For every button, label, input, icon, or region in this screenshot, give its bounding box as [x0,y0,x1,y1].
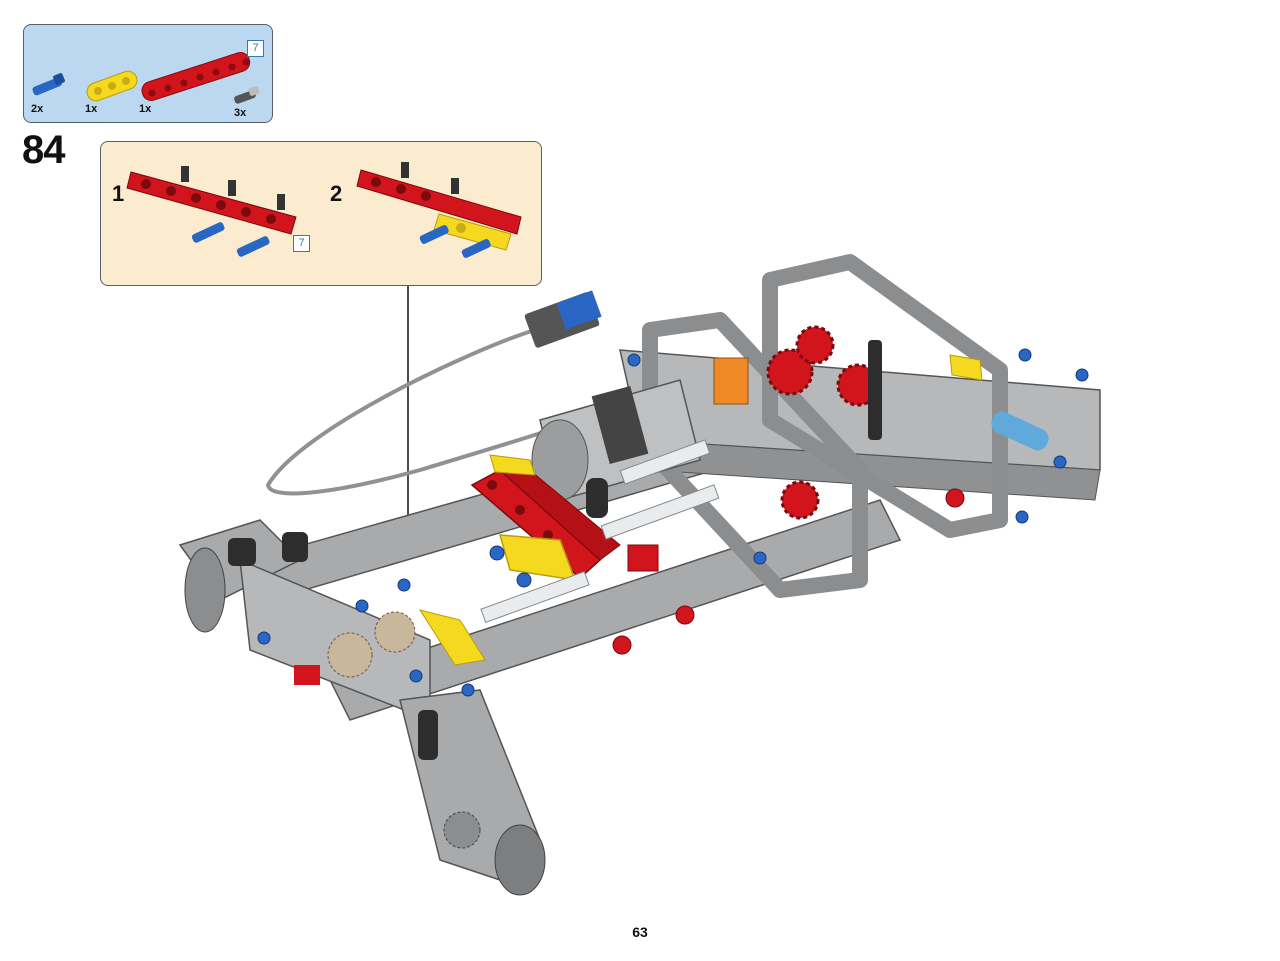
substep-1-length-badge: 7 [293,235,310,252]
red-bushings [612,488,965,655]
parts-list-illustration [32,52,260,104]
subassembly-box: 1 2 7 [100,141,542,286]
orange-beam [713,357,749,405]
qty-black-pin: 3x [234,107,247,119]
qty-blue-axle-pin: 2x [31,103,44,115]
yellow-beam-icon [86,70,138,102]
light-blue-beam [991,411,1049,451]
parts-list-box: 2x 1x 1x 3x 7 [23,24,273,123]
yellow-beam-chassis [418,609,486,666]
red-axle-connector-front [294,665,320,685]
motor-cable [265,328,551,496]
cable-connector [524,290,602,348]
substep-1-number: 1 [112,181,125,206]
new-yellow-beam [489,454,577,581]
substep-2-number: 2 [330,181,343,206]
black-connectors [228,340,882,760]
step-number: 84 [22,128,65,172]
black-friction-pin-icon [234,86,260,104]
substep-1-assembly [126,166,297,257]
blue-pins [257,348,1089,697]
substep-2-assembly [356,162,522,258]
subassembly-illustration [126,162,522,258]
red-pin-center [627,544,659,572]
yellow-beam-rear [949,354,983,381]
axle-shafts [480,439,720,624]
blue-axle-pin-icon [32,73,65,96]
qty-red-beam: 1x [139,103,152,115]
beam-length-badge: 7 [247,40,264,57]
red-beam-icon [141,52,251,102]
page-number: 63 [632,924,648,940]
qty-yellow-beam: 1x [85,103,98,115]
callout-arrow [407,286,478,525]
